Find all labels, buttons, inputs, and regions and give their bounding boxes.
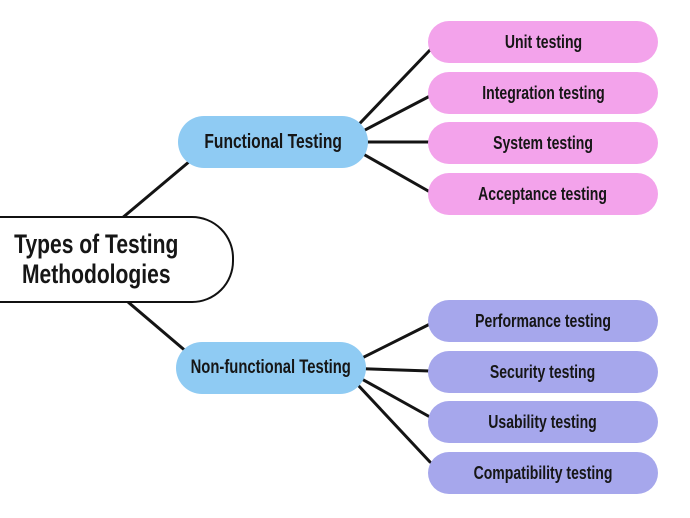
leaf-performance-testing-label: Performance testing — [475, 310, 611, 331]
leaf-usability-testing-label: Usability testing — [488, 411, 598, 432]
leaf-unit-testing-label: Unit testing — [504, 31, 582, 52]
leaf-acceptance-testing-label: Acceptance testing — [478, 183, 608, 204]
leaf-performance-testing: Performance testing — [428, 300, 658, 342]
leaf-compatibility-testing: Compatibility testing — [428, 452, 658, 494]
leaf-system-testing-label: System testing — [493, 132, 593, 153]
leaf-usability-testing: Usability testing — [428, 401, 658, 443]
root-label-line-1: Types of Testing — [13, 228, 179, 259]
root-node: Types of Testing Methodologies — [0, 216, 234, 303]
connector-root-functional — [119, 159, 192, 221]
root-label-line-2: Methodologies — [21, 258, 171, 289]
root-label: Types of Testing Methodologies — [13, 228, 179, 289]
leaf-security-testing-label: Security testing — [490, 361, 596, 382]
connector-root-nonfunctional — [119, 294, 190, 355]
leaf-system-testing: System testing — [428, 122, 658, 164]
branch-functional-testing: Functional Testing — [178, 116, 368, 168]
branch-non-functional-label: Non-functional Testing — [190, 357, 352, 378]
leaf-security-testing: Security testing — [428, 351, 658, 393]
leaf-integration-testing-label: Integration testing — [481, 82, 605, 103]
leaf-integration-testing: Integration testing — [428, 72, 658, 114]
leaf-unit-testing: Unit testing — [428, 21, 658, 63]
branch-non-functional-testing: Non-functional Testing — [176, 342, 366, 394]
branch-functional-label: Functional Testing — [204, 130, 342, 153]
leaf-compatibility-testing-label: Compatibility testing — [473, 462, 613, 483]
leaf-acceptance-testing: Acceptance testing — [428, 173, 658, 215]
